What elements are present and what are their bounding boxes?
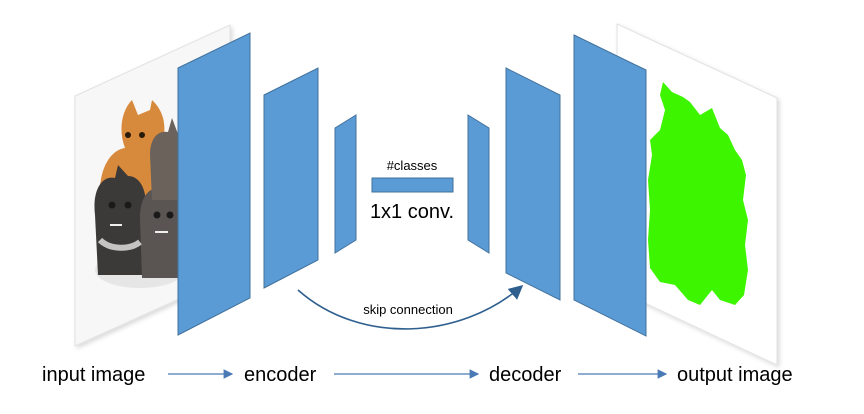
decoder-block-3 xyxy=(573,34,647,337)
pipeline-labels: input image encoder decoder output image xyxy=(42,364,793,386)
classes-label: #classes xyxy=(387,158,438,173)
encoder-block-3 xyxy=(334,114,357,254)
kittens-photo xyxy=(94,100,185,288)
skip-connection-arrow xyxy=(297,284,524,330)
output-image-label: output image xyxy=(677,364,793,386)
segmentation-mask xyxy=(648,82,748,305)
output-image-panel xyxy=(616,23,778,366)
bottleneck: #classes 1x1 conv. xyxy=(370,158,454,223)
skip-connection: skip connection xyxy=(297,284,524,330)
decoder-block-1 xyxy=(467,114,490,254)
skip-connection-label: skip connection xyxy=(363,302,453,317)
encoder-blocks xyxy=(177,32,357,336)
conv-label: 1x1 conv. xyxy=(370,201,454,223)
decoder-label: decoder xyxy=(489,364,562,386)
input-image-label: input image xyxy=(42,364,145,386)
encoder-label: encoder xyxy=(244,364,317,386)
classes-bar xyxy=(371,177,454,193)
encoder-block-1 xyxy=(177,32,251,336)
encoder-block-2 xyxy=(263,67,319,289)
decoder-blocks xyxy=(467,67,561,301)
decoder-block-2 xyxy=(505,67,561,301)
